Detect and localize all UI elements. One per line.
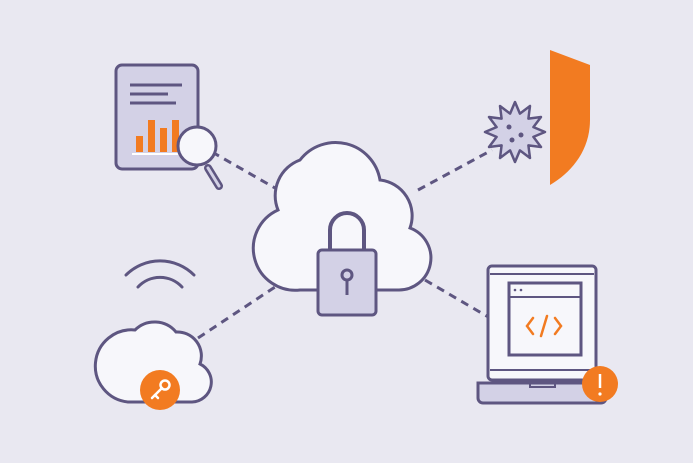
shield-orange-half xyxy=(550,50,590,185)
virus-shield-icon xyxy=(483,50,590,185)
connector-laptop xyxy=(424,278,491,320)
small-cloud xyxy=(93,320,213,404)
virus-spot xyxy=(509,137,515,143)
connectors xyxy=(197,148,493,340)
connector-wifi-cloud xyxy=(197,283,279,340)
cloud-shape xyxy=(251,141,433,292)
lock-shackle xyxy=(328,211,366,252)
key-icon xyxy=(150,379,171,400)
code-icon xyxy=(525,314,563,338)
virus-spot xyxy=(518,132,524,138)
wifi-icon xyxy=(124,259,196,289)
magnifier-lens xyxy=(176,125,218,167)
connector-shield xyxy=(417,148,493,192)
report-text-lines xyxy=(130,83,182,105)
report-bar-chart xyxy=(136,120,179,152)
laptop-code-alert-icon xyxy=(476,264,618,405)
report-magnifier-icon xyxy=(114,63,223,190)
wifi-cloud-key-icon xyxy=(93,259,213,410)
virus-icon xyxy=(483,100,547,164)
cloud-lock-icon xyxy=(251,141,433,317)
virus-body xyxy=(483,100,547,164)
virus-spot xyxy=(506,124,512,130)
